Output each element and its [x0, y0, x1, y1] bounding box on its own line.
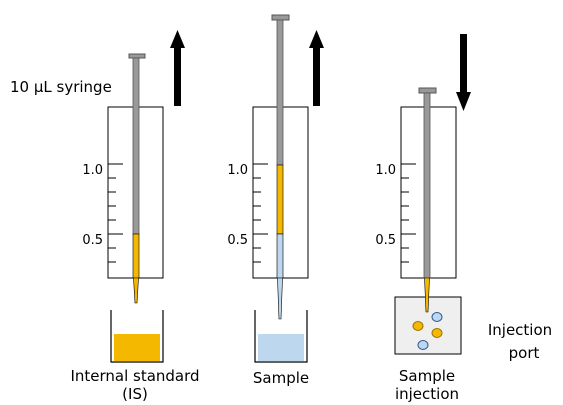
plunger-rod	[423, 92, 431, 279]
arrow-down-icon	[456, 34, 471, 111]
caption-line-1: Internal standard	[70, 367, 199, 385]
scale-ticks	[108, 163, 123, 263]
needle	[133, 277, 139, 304]
plunger-rod	[276, 19, 284, 166]
arrow-up-icon	[170, 30, 185, 106]
scale-ticks	[253, 163, 268, 263]
caption-line-1: Sample	[399, 367, 455, 385]
syringe-label: 10 µL syringe	[10, 78, 112, 96]
caption-line-2: (IS)	[122, 385, 148, 403]
vial-liquid-sample	[258, 334, 304, 361]
needle	[424, 277, 430, 313]
tick-label-1-0: 1.0	[375, 163, 396, 178]
vial	[110, 310, 164, 363]
arrow-up-icon	[309, 30, 324, 106]
tick-label-1-0: 1.0	[82, 163, 103, 178]
liquid-internal-standard	[132, 233, 140, 279]
injection-port-label-line-2: port	[509, 344, 540, 362]
liquid-sample	[276, 233, 284, 279]
vial-liquid-is	[114, 334, 160, 361]
injection-port-label-line-1: Injection	[488, 321, 552, 339]
tick-label-0-5: 0.5	[82, 233, 103, 248]
tick-label-0-5: 0.5	[375, 233, 396, 248]
scale-ticks	[401, 163, 416, 263]
droplets	[412, 312, 443, 350]
tick-label-0-5: 0.5	[227, 233, 248, 248]
liquid-internal-standard	[276, 164, 284, 235]
plunger-head	[128, 53, 146, 59]
plunger-head	[418, 87, 437, 94]
caption-line-2: injection	[395, 385, 459, 403]
tick-label-1-0: 1.0	[227, 163, 248, 178]
vial	[254, 310, 308, 363]
needle	[277, 277, 283, 320]
plunger-head	[271, 14, 290, 21]
caption-line-1: Sample	[253, 369, 309, 387]
step-sample-injection: 1.0 0.5 Sample injection Injection port	[375, 34, 552, 403]
step-sample: 1.0 0.5 Sample	[227, 14, 324, 387]
plunger-rod	[132, 57, 140, 235]
step-internal-standard: 1.0 0.5 Internal standard (IS)	[70, 30, 200, 403]
